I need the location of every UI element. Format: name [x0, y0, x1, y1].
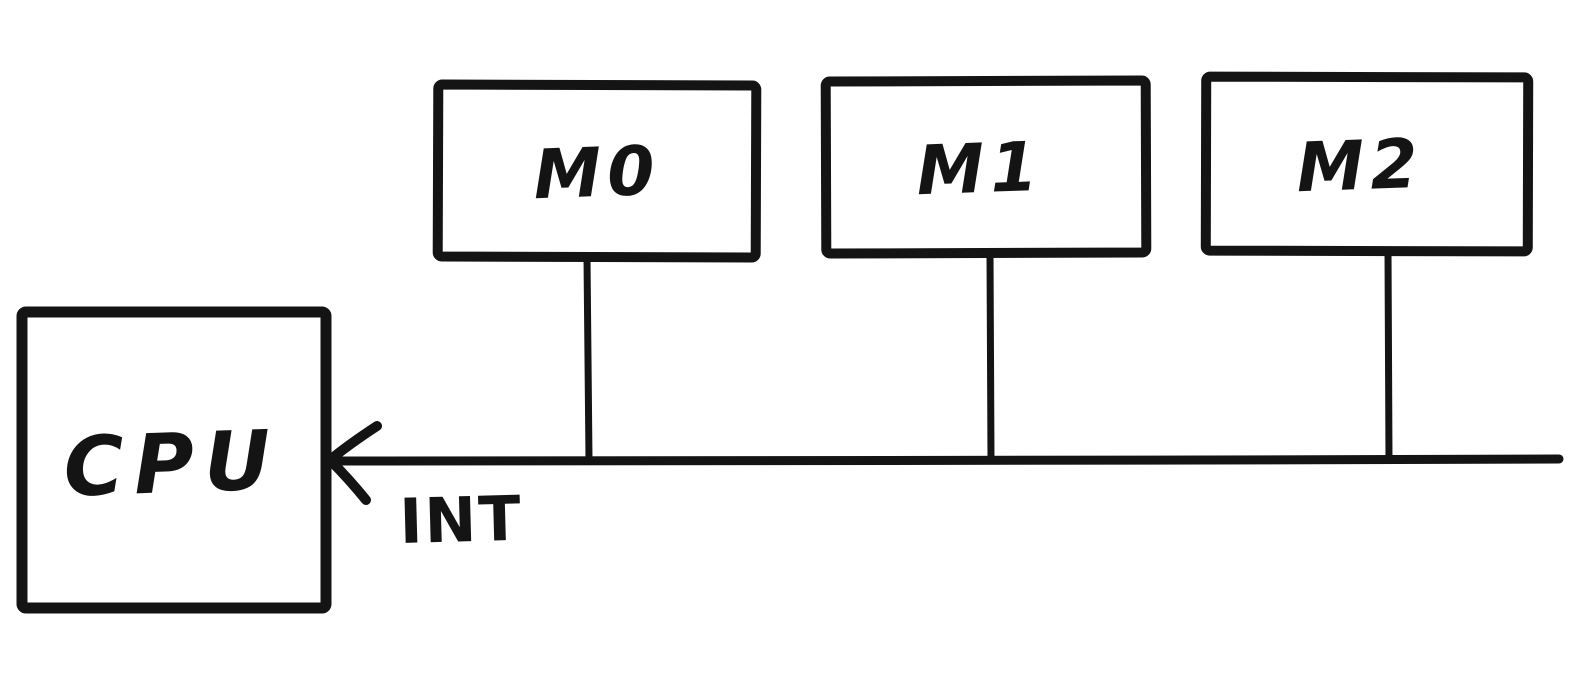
- m0-label: M0: [532, 132, 662, 215]
- m2-label: M2: [1295, 125, 1425, 208]
- diagram-shapes: [16, 71, 1564, 614]
- m0-bus-connector: [583, 254, 593, 464]
- m1-box: [820, 75, 1152, 259]
- m1-label: M1: [915, 128, 1045, 211]
- bus-arrowhead-icon: [325, 421, 382, 505]
- interrupt-bus-line: [327, 454, 1564, 466]
- m2-box: [1200, 71, 1534, 257]
- int-label: INT: [398, 482, 523, 558]
- diagram-labels: CPU M0 M1 M2 INT: [62, 125, 1425, 558]
- m0-box: [432, 79, 762, 263]
- cpu-label: CPU: [62, 413, 282, 516]
- m1-bus-connector: [986, 250, 995, 464]
- m2-bus-connector: [1384, 248, 1393, 464]
